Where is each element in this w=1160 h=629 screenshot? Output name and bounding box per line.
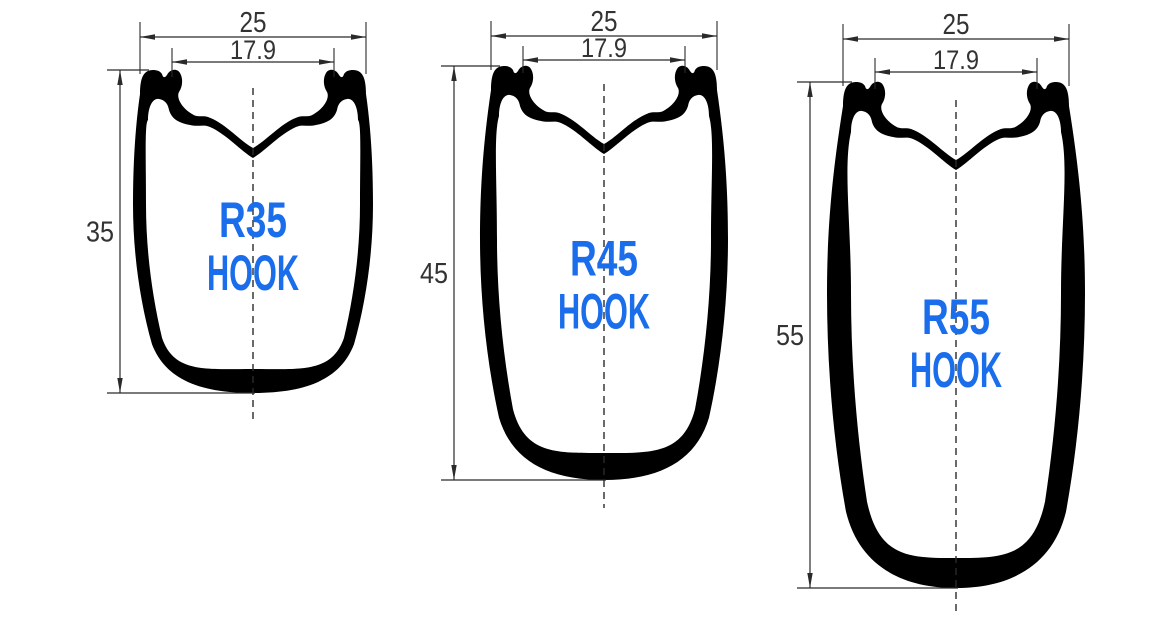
- dimension-arrowhead: [1054, 36, 1069, 42]
- dimension-arrowhead: [451, 66, 457, 81]
- dimension-arrowhead: [140, 34, 155, 40]
- dimension-arrowhead: [351, 34, 366, 40]
- inner-width-dim-label: 17.9: [230, 35, 276, 65]
- dimension-arrowhead: [670, 57, 685, 63]
- dimension-arrowhead: [491, 33, 506, 39]
- rim-model-label: R55: [922, 289, 990, 345]
- outer-width-dim-label: 25: [240, 7, 267, 39]
- outer-width-dim-label: 25: [591, 6, 618, 38]
- dimension-arrowhead: [702, 33, 717, 39]
- depth-dim-label: 35: [86, 217, 114, 249]
- dimension-arrowhead: [117, 378, 123, 393]
- inner-width-dim-label: 17.9: [581, 33, 627, 63]
- dimension-arrowhead: [843, 36, 858, 42]
- dimension-arrowhead: [1022, 69, 1037, 75]
- rim-type-label: HOOK: [910, 342, 1002, 398]
- outer-width-dim-label: 25: [943, 9, 970, 41]
- rim-inner-cavity: [495, 94, 713, 454]
- dimension-arrowhead: [172, 59, 187, 65]
- depth-dim-label: 55: [776, 320, 804, 352]
- dimension-arrowhead: [117, 70, 123, 85]
- dimension-arrowhead: [875, 69, 890, 75]
- inner-width-dim-label: 17.9: [933, 45, 979, 75]
- depth-dim-label: 45: [420, 258, 448, 290]
- dimension-arrowhead: [523, 57, 538, 63]
- dimension-arrowhead: [807, 82, 813, 97]
- rim-type-label: HOOK: [207, 245, 299, 301]
- rim-type-label: HOOK: [558, 283, 650, 339]
- rim-model-label: R45: [570, 230, 638, 286]
- dimension-arrowhead: [807, 573, 813, 588]
- dimension-arrowhead: [319, 59, 334, 65]
- rim-model-label: R35: [219, 192, 287, 248]
- dimension-arrowhead: [451, 465, 457, 480]
